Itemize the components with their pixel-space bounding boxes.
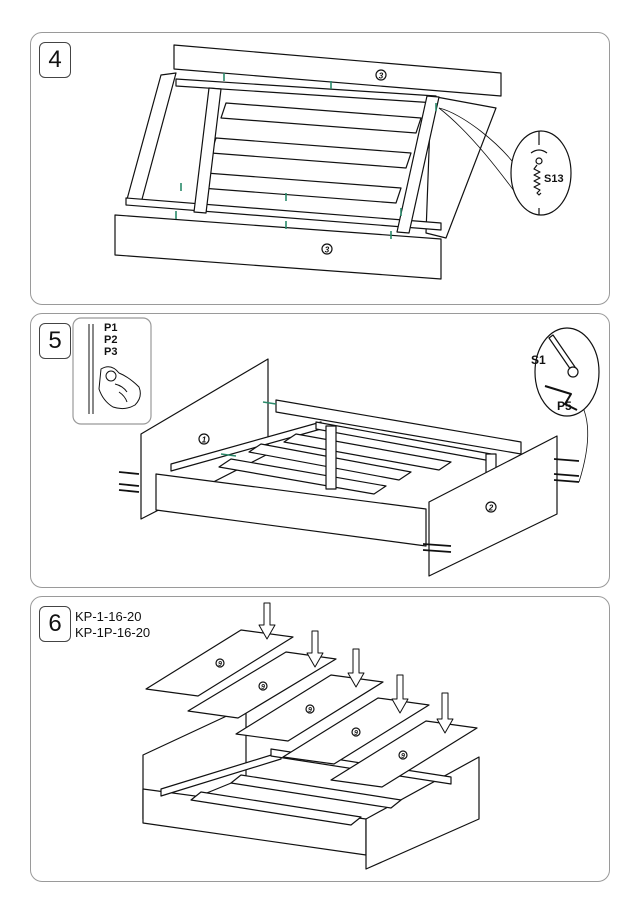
fastener-label-s1: S1 (531, 353, 546, 367)
slat: 9 (145, 629, 294, 697)
slat: 9 (187, 651, 337, 719)
arrow-down-icon (391, 674, 409, 714)
step-5-illustration: P1 P2 P3 1 2 (72, 317, 600, 577)
screw-icon (530, 131, 548, 215)
slat-label: 9 (261, 684, 265, 691)
hex-key-icon (544, 385, 578, 411)
part-label-headboard: 1 (202, 436, 207, 445)
step-6-panel: 6 KP-1-16-20 KP-1P-16-20 9 9 9 (30, 596, 610, 882)
step-number: 5 (39, 323, 71, 359)
slat: 9 (282, 697, 430, 765)
step-5-panel: 5 P1 P2 P3 1 2 (30, 313, 610, 588)
inset-code-p3: P3 (104, 346, 117, 358)
arrow-down-icon (436, 692, 454, 734)
part-label-back: 3 (379, 72, 384, 81)
arrow-down-icon (347, 648, 365, 688)
part-label-front: 3 (325, 246, 330, 255)
arrow-down-icon (258, 602, 276, 640)
inset-code-p2: P2 (104, 334, 117, 346)
slat-label: 9 (354, 730, 358, 737)
model-code: KP-1P-16-20 (75, 625, 151, 640)
step-4-illustration: 3 3 S13 (114, 44, 572, 280)
slat: 9 (235, 674, 384, 742)
model-codes: KP-1-16-20 KP-1P-16-20 (75, 609, 150, 641)
bolt-icon (548, 334, 579, 378)
slat-label: 9 (308, 707, 312, 714)
slat-label: 9 (218, 661, 222, 668)
step-number: 6 (39, 606, 71, 642)
hand-wrench-icon (88, 324, 141, 414)
model-code: KP-1-16-20 (75, 609, 142, 624)
step-6-illustration: 9 9 9 9 9 (142, 602, 480, 870)
step-number: 4 (39, 42, 71, 78)
fastener-label-s13: S13 (544, 173, 564, 185)
step-4-panel: 4 3 (30, 32, 610, 305)
arrow-down-icon (306, 630, 324, 668)
slat-label: 9 (401, 753, 405, 760)
part-label-footboard: 2 (488, 504, 494, 513)
slat: 9 (330, 720, 478, 788)
fastener-label-p5: P5 (557, 399, 572, 413)
inset-code-p1: P1 (104, 322, 117, 334)
